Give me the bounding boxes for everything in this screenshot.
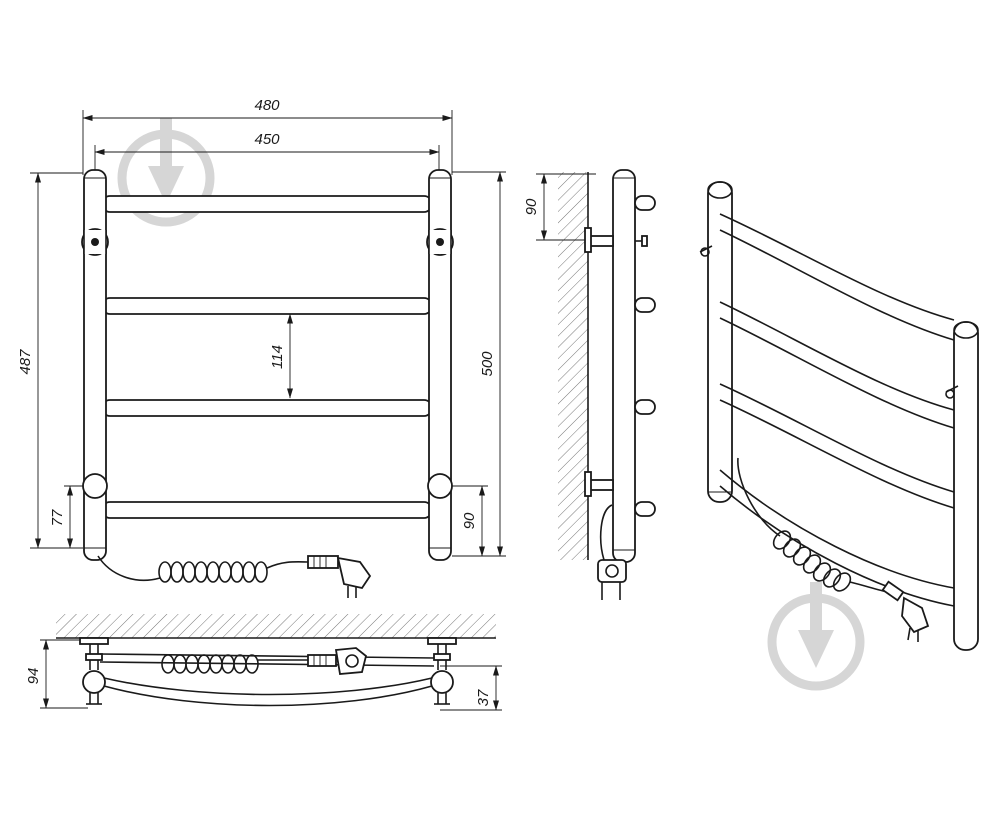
dim-right-height: 500 [479, 351, 496, 377]
top-view: 94 37 [25, 614, 502, 711]
dim-depth-bottom: 37 [475, 689, 492, 706]
perspective-view [699, 181, 979, 651]
dim-left-height: 487 [17, 349, 34, 375]
watermark-logo-icon [767, 582, 865, 691]
dim-rung-pitch: 114 [269, 345, 286, 369]
dim-bar-spacing: 450 [254, 131, 280, 148]
dim-overall-width: 480 [254, 97, 280, 114]
dim-wall-offset: 90 [523, 198, 540, 215]
dim-bottom-right: 90 [461, 512, 478, 529]
side-view: 90 [523, 169, 656, 600]
dim-depth-top: 94 [25, 668, 42, 685]
front-view: 480 450 487 77 500 90 114 [17, 97, 506, 598]
dim-bottom-left: 77 [49, 509, 66, 526]
